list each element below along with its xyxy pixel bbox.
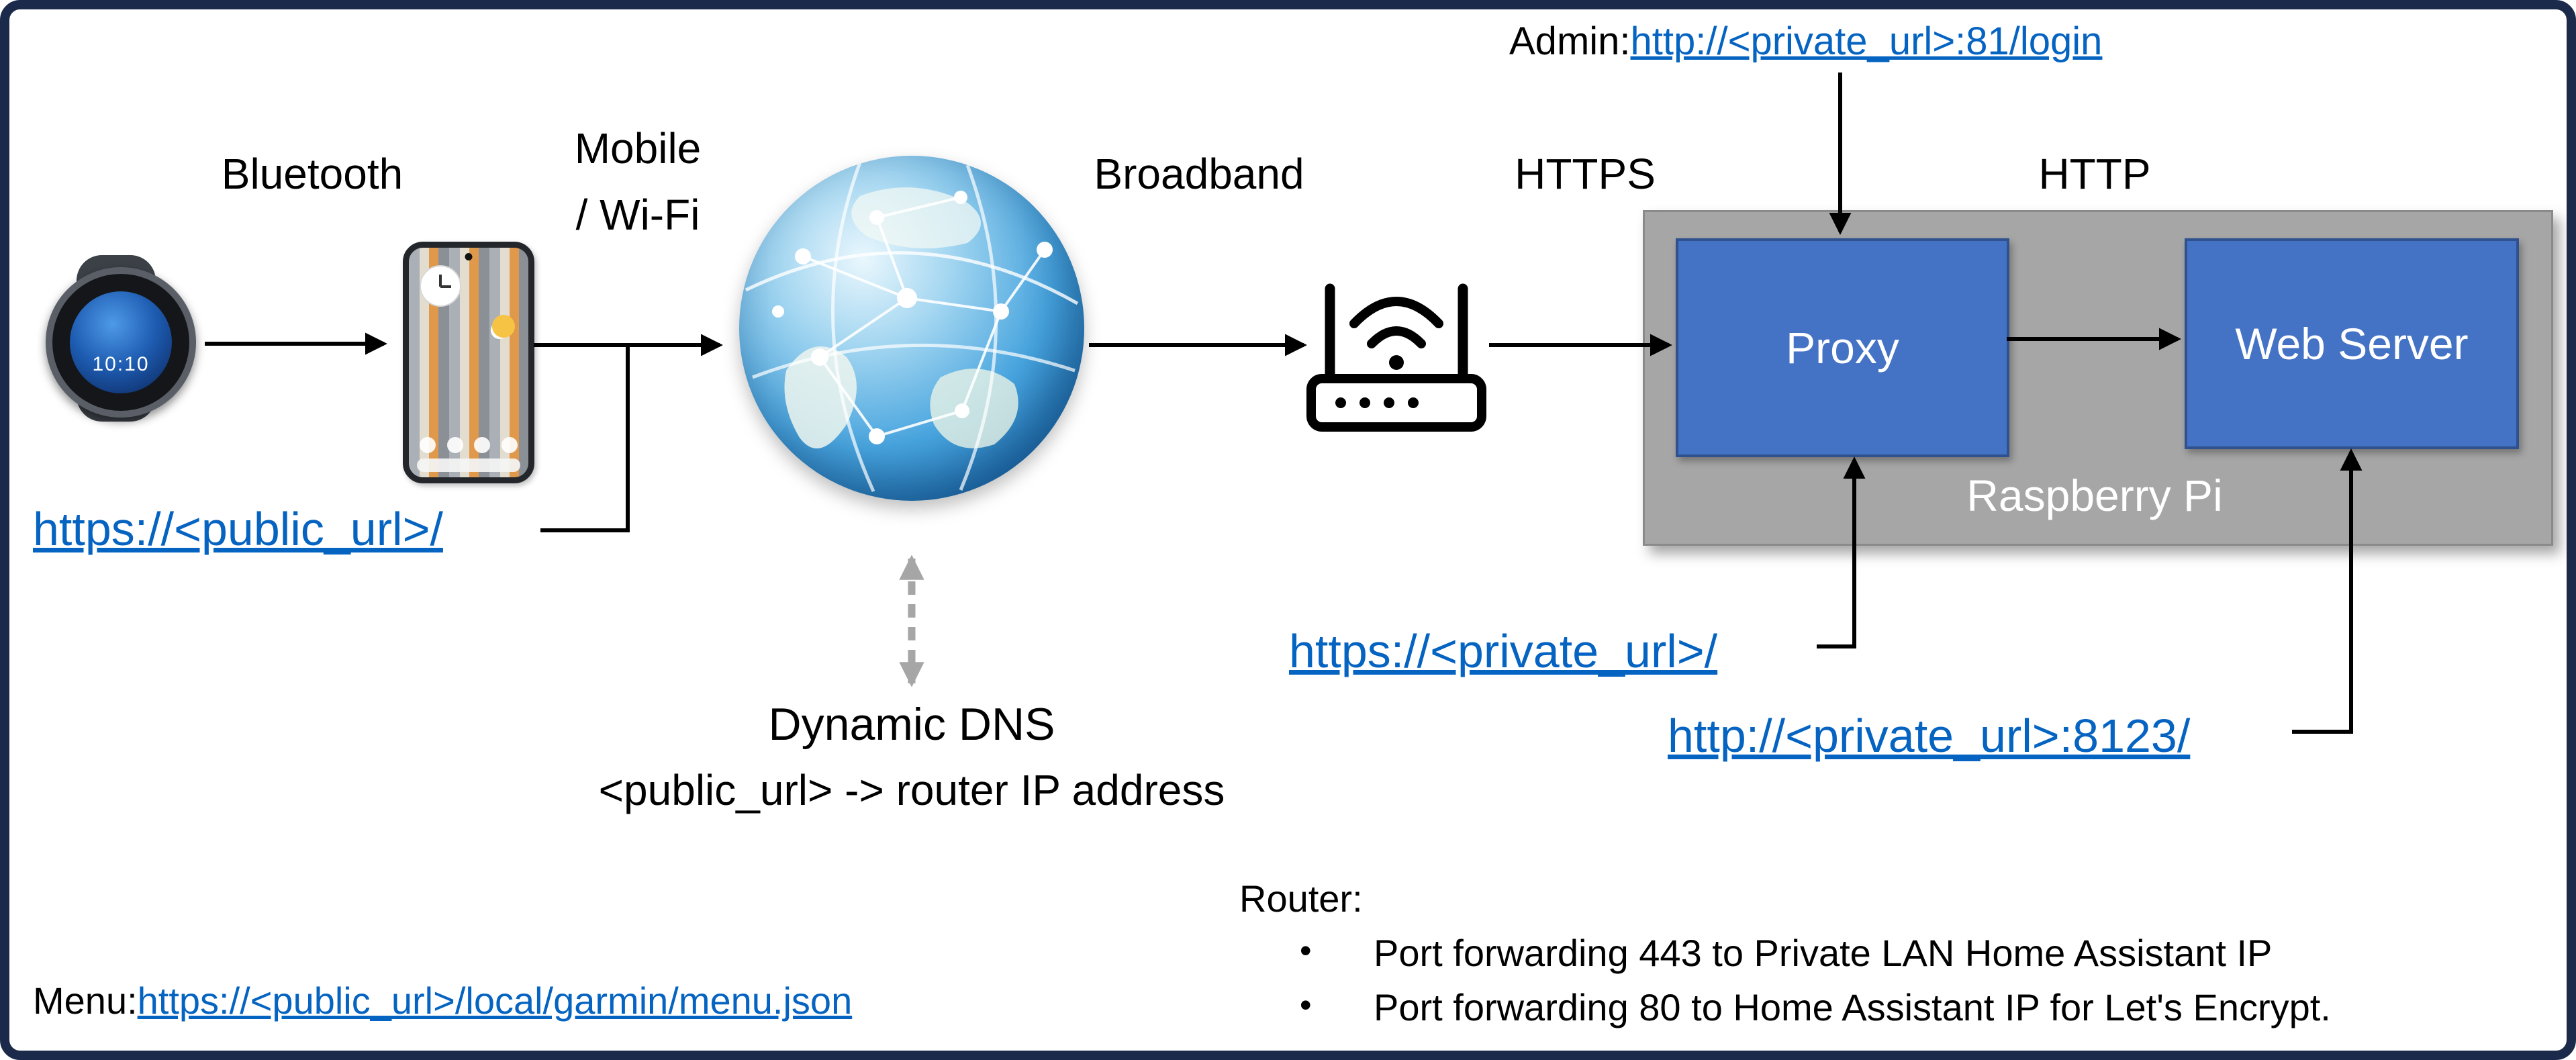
router-icon <box>1292 250 1500 441</box>
watch-time: 10:10 <box>92 353 150 375</box>
web-server-node: Web Server <box>2185 238 2519 449</box>
globe-network-art <box>745 162 1079 493</box>
private-url-8123-link[interactable]: http://<private_url>:8123/ <box>1668 710 2191 762</box>
https-label: HTTPS <box>1515 150 1656 198</box>
router-notes: Router: • Port forwarding 443 to Private… <box>1239 877 2331 1029</box>
arrow-private-url-to-proxy <box>1817 456 1866 648</box>
watch-face: 10:10 <box>46 267 196 418</box>
private-url-link-wrap: https://<private_url>/ <box>1289 624 1717 678</box>
router-notes-heading: Router: <box>1239 877 1363 920</box>
public-url-link[interactable]: https://<public_url>/ <box>33 503 443 555</box>
phone-clock-widget <box>420 265 461 307</box>
menu-url-line: Menu: https://<public_url>/local/garmin/… <box>33 979 852 1022</box>
smartphone <box>403 242 534 483</box>
line-public-url-to-internet <box>540 345 630 532</box>
internet-globe <box>739 156 1084 501</box>
bullet-dot: • <box>1300 932 1312 969</box>
menu-url-link[interactable]: https://<public_url>/local/garmin/menu.j… <box>137 979 853 1022</box>
router-note-text: Port forwarding 80 to Home Assistant IP … <box>1374 986 2331 1028</box>
router-note-item: • Port forwarding 80 to Home Assistant I… <box>1239 985 2331 1029</box>
arrow-8123-to-webserver <box>2292 448 2363 734</box>
public-url-link-wrap: https://<public_url>/ <box>33 502 443 556</box>
http-label: HTTP <box>2038 150 2151 198</box>
watch-screen: 10:10 <box>70 291 172 393</box>
proxy-node: Proxy <box>1676 238 2009 457</box>
phone-app-row <box>420 437 518 453</box>
proxy-label: Proxy <box>1786 323 1899 373</box>
private-url-link[interactable]: https://<private_url>/ <box>1289 625 1718 677</box>
bluetooth-label: Bluetooth <box>221 150 403 198</box>
dynamic-dns-mapping: <public_url> -> router IP address <box>598 766 1225 814</box>
mobile-wifi-label: Mobile / Wi-Fi <box>574 124 702 239</box>
smartwatch: 10:10 <box>39 255 197 422</box>
admin-prefix: Admin: <box>1509 19 1631 63</box>
menu-prefix: Menu: <box>33 979 138 1022</box>
router-note-item: • Port forwarding 443 to Private LAN Hom… <box>1239 931 2331 975</box>
phone-camera-dot <box>465 253 473 260</box>
phone-weather-icon <box>492 315 515 338</box>
phone-search-bar <box>417 459 520 472</box>
web-server-label: Web Server <box>2235 319 2469 369</box>
private-url-8123-link-wrap: http://<private_url>:8123/ <box>1668 709 2190 763</box>
bullet-dot: • <box>1300 986 1312 1024</box>
dynamic-dns-title: Dynamic DNS <box>768 699 1055 750</box>
router-note-text: Port forwarding 443 to Private LAN Home … <box>1374 932 2273 974</box>
admin-url-line: Admin: http://<private_url>:81/login <box>1509 19 2102 64</box>
broadband-label: Broadband <box>1094 150 1304 198</box>
admin-url-link[interactable]: http://<private_url>:81/login <box>1630 19 2103 63</box>
raspberry-pi-label: Raspberry Pi <box>1966 471 2223 520</box>
